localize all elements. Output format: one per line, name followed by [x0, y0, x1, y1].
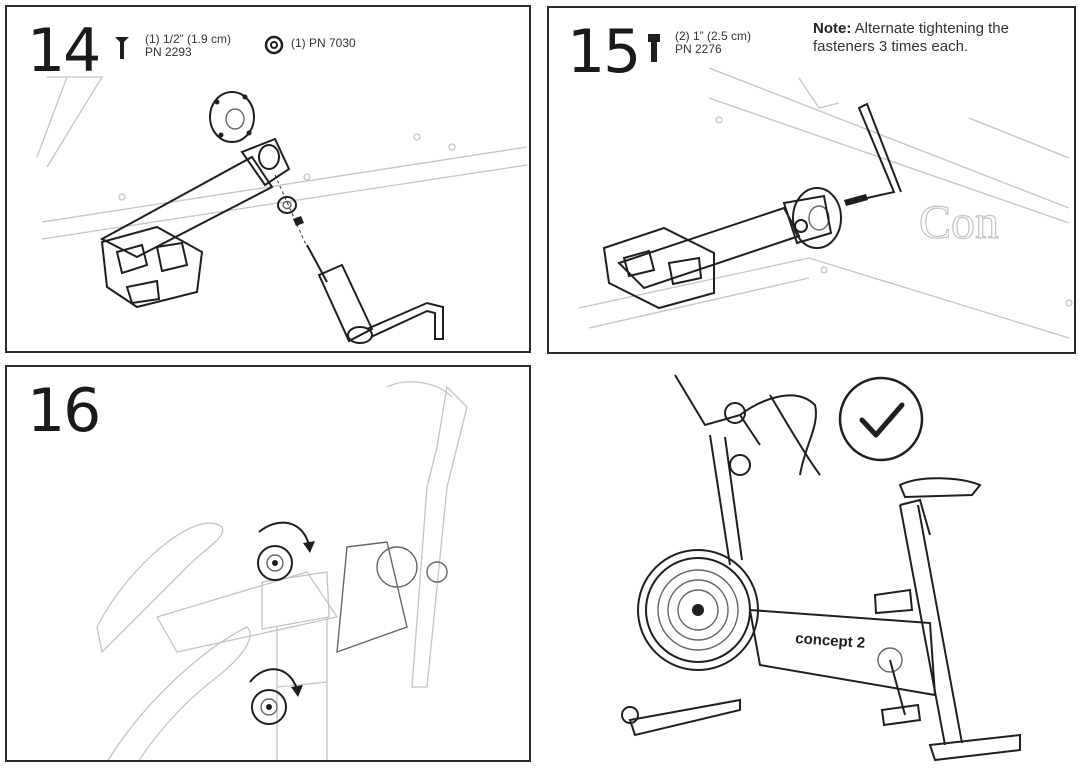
part-spec-washer: (1) PN 7030 [291, 36, 356, 50]
flat-head-screw-icon [115, 37, 129, 64]
adjustment-knob-lower [251, 689, 287, 725]
assembled-bike-illustration: concept 2 [600, 365, 1087, 772]
hex-bolt-icon [648, 34, 660, 67]
tightening-note: Note: Alternate tightening the fasteners… [813, 20, 1068, 56]
step-16-panel: 16 [5, 365, 531, 762]
checkmark-icon [838, 376, 924, 462]
part-number: PN 2293 [145, 45, 192, 59]
step-15-illustration: Con [578, 67, 1073, 339]
part-spec-screw: (1) 1/2” (1.9 cm) PN 2293 [145, 33, 231, 59]
frame-brand-text: Con [919, 196, 999, 249]
part-size: (1) 1/2” (1.9 cm) [145, 32, 232, 46]
step-14-illustration [36, 76, 528, 344]
note-label: Note: [813, 20, 852, 37]
bike-drawing: concept 2 [621, 374, 1021, 762]
part-size: (2) 1” (2.5 cm) [675, 29, 752, 43]
washer-icon [264, 35, 284, 60]
step-16-illustration [96, 381, 468, 760]
part-spec-bolt: (2) 1” (2.5 cm) PN 2276 [675, 30, 751, 56]
step-number: 15 [567, 17, 641, 87]
frame-brand-label: concept 2 [795, 630, 866, 652]
adjustment-knob-upper [257, 545, 293, 581]
part-number: PN 2276 [675, 42, 722, 56]
step-number: 14 [27, 16, 101, 86]
step-number: 16 [27, 376, 101, 446]
step-15-panel: Con 15 (2) 1” (2.5 cm) PN 2276 Note: Alt… [547, 6, 1076, 354]
note-text: Alternate tightening the fasteners 3 tim… [813, 20, 1009, 55]
step-14-panel: 14 (1) 1/2” (1.9 cm) PN 2293 (1) PN 7030 [5, 5, 531, 353]
